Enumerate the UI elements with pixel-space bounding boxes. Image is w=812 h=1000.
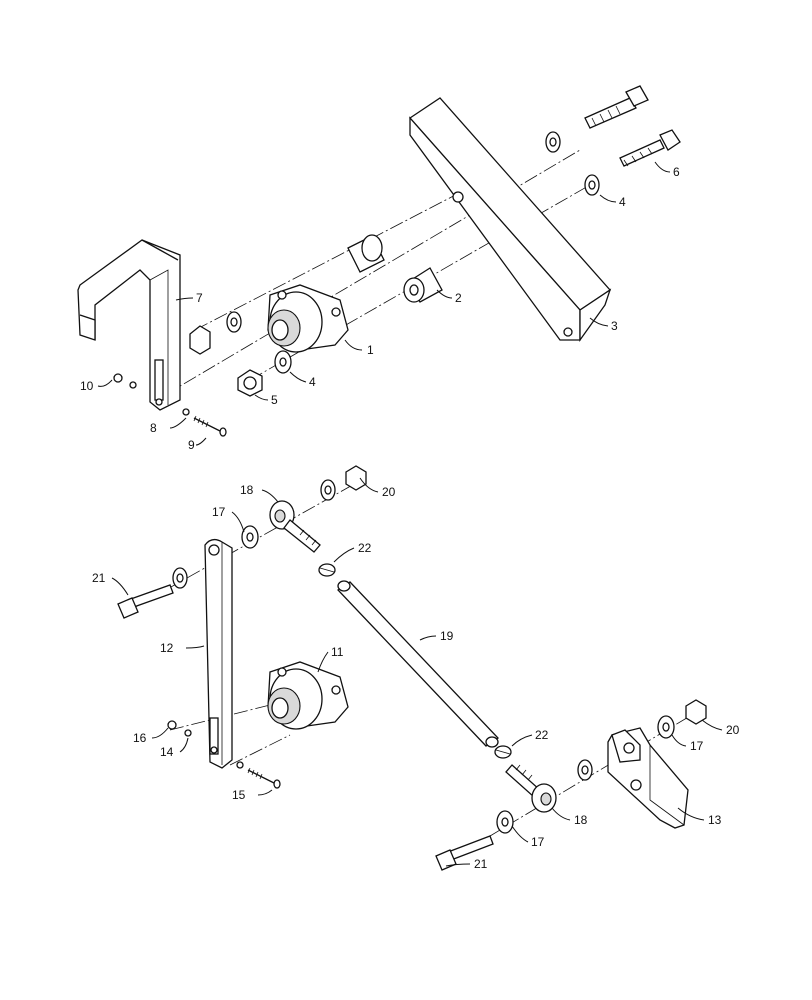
callout-8: 8 [150, 421, 157, 435]
callout-16: 16 [133, 731, 147, 745]
nut-part-20-lower [685, 699, 707, 725]
callout-19: 19 [440, 629, 454, 643]
nut-part-20-upper [345, 465, 367, 491]
nut-part-10 [113, 373, 123, 383]
nut-part-5 [237, 369, 263, 397]
callout-21-upper: 21 [92, 571, 106, 585]
upper-assembly [77, 85, 681, 437]
callout-4-upper: 4 [619, 195, 626, 209]
callout-20-lower: 20 [726, 723, 740, 737]
callout-10: 10 [80, 379, 94, 393]
leader-lines [97, 161, 723, 867]
pin-part-9 [193, 415, 227, 437]
callout-5: 5 [271, 393, 278, 407]
callout-12: 12 [160, 641, 174, 655]
callout-11: 11 [331, 645, 344, 659]
bolt-part-21-upper [117, 584, 174, 619]
lever-arm-part-12 [204, 538, 233, 769]
clamp-part-22-upper [318, 563, 336, 577]
callout-2: 2 [455, 291, 462, 305]
callout-labels: 1 2 3 4 4 5 6 7 8 9 10 11 12 13 14 15 16… [80, 165, 740, 871]
washer-part-14 [184, 729, 192, 737]
callout-20-upper: 20 [382, 485, 396, 499]
callout-21-lower: 21 [474, 857, 488, 871]
washer-small [129, 381, 137, 389]
callout-17-upper: 17 [212, 505, 226, 519]
tube-part-19 [336, 580, 500, 748]
pedal-bracket-part-3 [409, 97, 612, 343]
callout-14: 14 [160, 745, 174, 759]
callout-13: 13 [708, 813, 722, 827]
callout-1: 1 [367, 343, 374, 357]
spacer-part-2 [403, 267, 443, 303]
washer-small-lower [236, 761, 244, 769]
bolt-part-6 [619, 129, 681, 167]
bearing-housing-part-1 [267, 284, 349, 353]
callout-22-upper: 22 [358, 541, 372, 555]
callout-22-lower: 22 [535, 728, 549, 742]
callout-18-lower: 18 [574, 813, 588, 827]
nut-part-16 [167, 720, 177, 730]
spacer-hidden [347, 234, 385, 273]
callout-4-lower: 4 [309, 375, 316, 389]
threaded-bolt [584, 85, 649, 129]
callout-15: 15 [232, 788, 246, 802]
callout-17-lower: 17 [531, 835, 545, 849]
callout-17-right: 17 [690, 739, 704, 753]
callout-7: 7 [196, 291, 203, 305]
washer-part-8 [182, 408, 190, 416]
pedal-pad-part-13 [607, 727, 689, 829]
nut-left-upper [189, 325, 211, 355]
callout-18-upper: 18 [240, 483, 254, 497]
callout-6: 6 [673, 165, 680, 179]
callout-3: 3 [611, 319, 618, 333]
callout-9: 9 [188, 438, 195, 452]
rod-end-part-18-upper [269, 500, 321, 553]
clamp-part-22-lower [494, 745, 512, 759]
pin-part-15 [247, 767, 281, 789]
lower-assembly [117, 465, 707, 871]
bearing-housing-part-11 [267, 661, 349, 730]
lever-part-7 [77, 239, 181, 411]
rod-end-part-18-lower [505, 764, 557, 813]
